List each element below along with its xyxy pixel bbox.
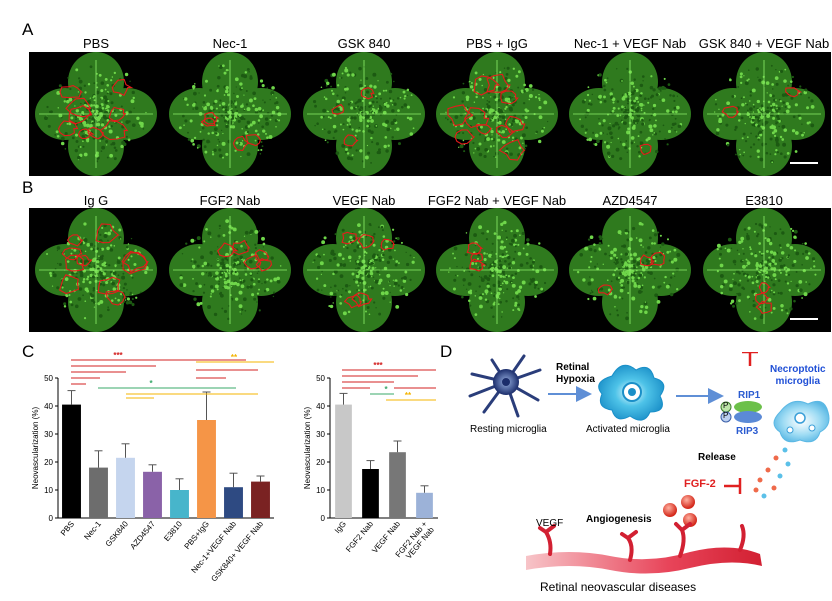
rip-complex-icon [720, 401, 762, 423]
panel-letter-d: D [440, 342, 453, 361]
y-axis-label: Neovascularization (%) [31, 407, 40, 490]
significance-star-2: * [384, 385, 388, 394]
panel-a-retina-image-5 [563, 52, 697, 176]
panel-a-label-6: GSK 840 + VEGF Nab [698, 36, 830, 51]
bar-8 [251, 481, 270, 518]
disease-label: Retinal neovascular diseases [540, 580, 697, 594]
panel-b-retina-image-4 [430, 208, 564, 332]
panel-b-retina-image-3 [297, 208, 431, 332]
angiogenesis-label: Angiogenesis [586, 514, 652, 525]
significance-star-1: *** [113, 352, 123, 360]
significance-star-3: ** [405, 391, 412, 400]
x-tick-label-2: Nec-1 [82, 519, 103, 542]
bar-7 [224, 487, 243, 518]
panel-d-diagram: Retinal Hypoxia Resting microglia Activa… [440, 350, 832, 596]
bar-1 [335, 404, 352, 518]
panel-a-label-1: PBS [82, 36, 109, 51]
y-tick-label: 40 [316, 402, 325, 411]
panel-a-scale-bar [790, 162, 818, 164]
y-tick-label: 0 [49, 514, 54, 523]
panel-b-retina-image-6 [697, 208, 831, 332]
y-tick-label: 50 [44, 374, 53, 383]
y-tick-label: 30 [44, 430, 53, 439]
significance-star-3: ** [231, 353, 238, 362]
x-tick-label-1: PBS [59, 520, 76, 538]
y-axis-label: Neovascularization (%) [303, 407, 312, 490]
significance-star-1: *** [373, 361, 383, 370]
released-particles [753, 447, 791, 499]
x-tick-label-4: AZD4547 [128, 519, 157, 551]
panel-a-retina-image-3 [297, 52, 431, 176]
p-label-2: P [723, 411, 729, 420]
panel-b-label-3: VEGF Nab [332, 193, 396, 208]
bar-3 [116, 457, 135, 518]
panel-a-label-2: Nec-1 [212, 36, 248, 51]
y-tick-label: 10 [316, 486, 325, 495]
y-tick-label: 20 [44, 458, 53, 467]
panel-a-label-5: Nec-1 + VEGF Nab [573, 36, 687, 51]
panel-b-label-6: E3810 [745, 193, 783, 208]
y-tick-label: 40 [44, 402, 53, 411]
panel-b-label-5: AZD4547 [602, 193, 658, 208]
panel-b-label-2: FGF2 Nab [199, 193, 261, 208]
vegf-label: VEGF [536, 518, 564, 529]
panel-a-retina-image-4 [430, 52, 564, 176]
bar-2 [89, 467, 108, 518]
panel-b-retina-image-2 [163, 208, 297, 332]
bar-4 [143, 471, 162, 518]
bar-3 [389, 452, 406, 518]
resting-microglia-label: Resting microglia [470, 424, 547, 435]
y-tick-label: 10 [44, 486, 53, 495]
significance-star-2: * [149, 379, 153, 388]
rip3-label: RIP3 [736, 426, 759, 437]
inhibitor-icon-fgf2 [724, 478, 742, 494]
x-tick-label-5: E3810 [162, 519, 184, 543]
y-tick-label: 0 [321, 514, 326, 523]
panel-letter-a: A [22, 20, 34, 39]
bar-2 [362, 469, 379, 518]
necroptotic-microglia-label: Necroptotic microglia [770, 364, 826, 387]
rip1-label: RIP1 [738, 390, 761, 401]
blood-vessel-icon [526, 522, 762, 574]
panel-b-label-4: FGF2 Nab + VEGF Nab [427, 193, 567, 208]
y-tick-label: 50 [316, 374, 325, 383]
activated-microglia-icon [598, 364, 665, 421]
x-tick-label-8: GSK840+ VEGF Nab [209, 519, 265, 583]
x-tick-label-3: GSK840 [104, 519, 131, 548]
panel-a-retina-image-6 [697, 52, 831, 176]
panel-a-retina-image-2 [163, 52, 297, 176]
necroptotic-microglia-icon [773, 400, 830, 443]
y-tick-label: 20 [316, 458, 325, 467]
panel-b-retina-image-1 [29, 208, 163, 332]
retinal-hypoxia-label: Retinal Hypoxia [556, 362, 595, 385]
panel-b-retina-image-5 [563, 208, 697, 332]
panel-a-label-3: GSK 840 [337, 36, 391, 51]
panel-b-label-1: Ig G [83, 193, 109, 208]
bar-6 [197, 420, 216, 518]
panel-d-svg [468, 350, 830, 574]
bar-5 [170, 490, 189, 518]
fgf2-molecules [663, 495, 697, 527]
panel-a-label-4: PBS + IgG [466, 36, 528, 51]
fgf2-label: FGF-2 [684, 478, 716, 490]
panel-letter-b: B [22, 178, 34, 197]
resting-microglia-icon [468, 354, 542, 418]
y-tick-label: 30 [316, 430, 325, 439]
panel-letter-c: C [22, 342, 35, 361]
bar-1 [62, 404, 81, 518]
x-tick-label-6: PBS+IgG [183, 520, 211, 552]
p-label-1: P [723, 401, 729, 410]
activated-microglia-label: Activated microglia [586, 424, 670, 435]
panel-a-retina-image-1 [29, 52, 163, 176]
release-label: Release [698, 452, 736, 463]
inhibitor-icon-rip [742, 350, 758, 366]
panel-b-scale-bar [790, 318, 818, 320]
x-tick-label-1: IgG [333, 520, 348, 536]
bar-4 [416, 492, 433, 518]
